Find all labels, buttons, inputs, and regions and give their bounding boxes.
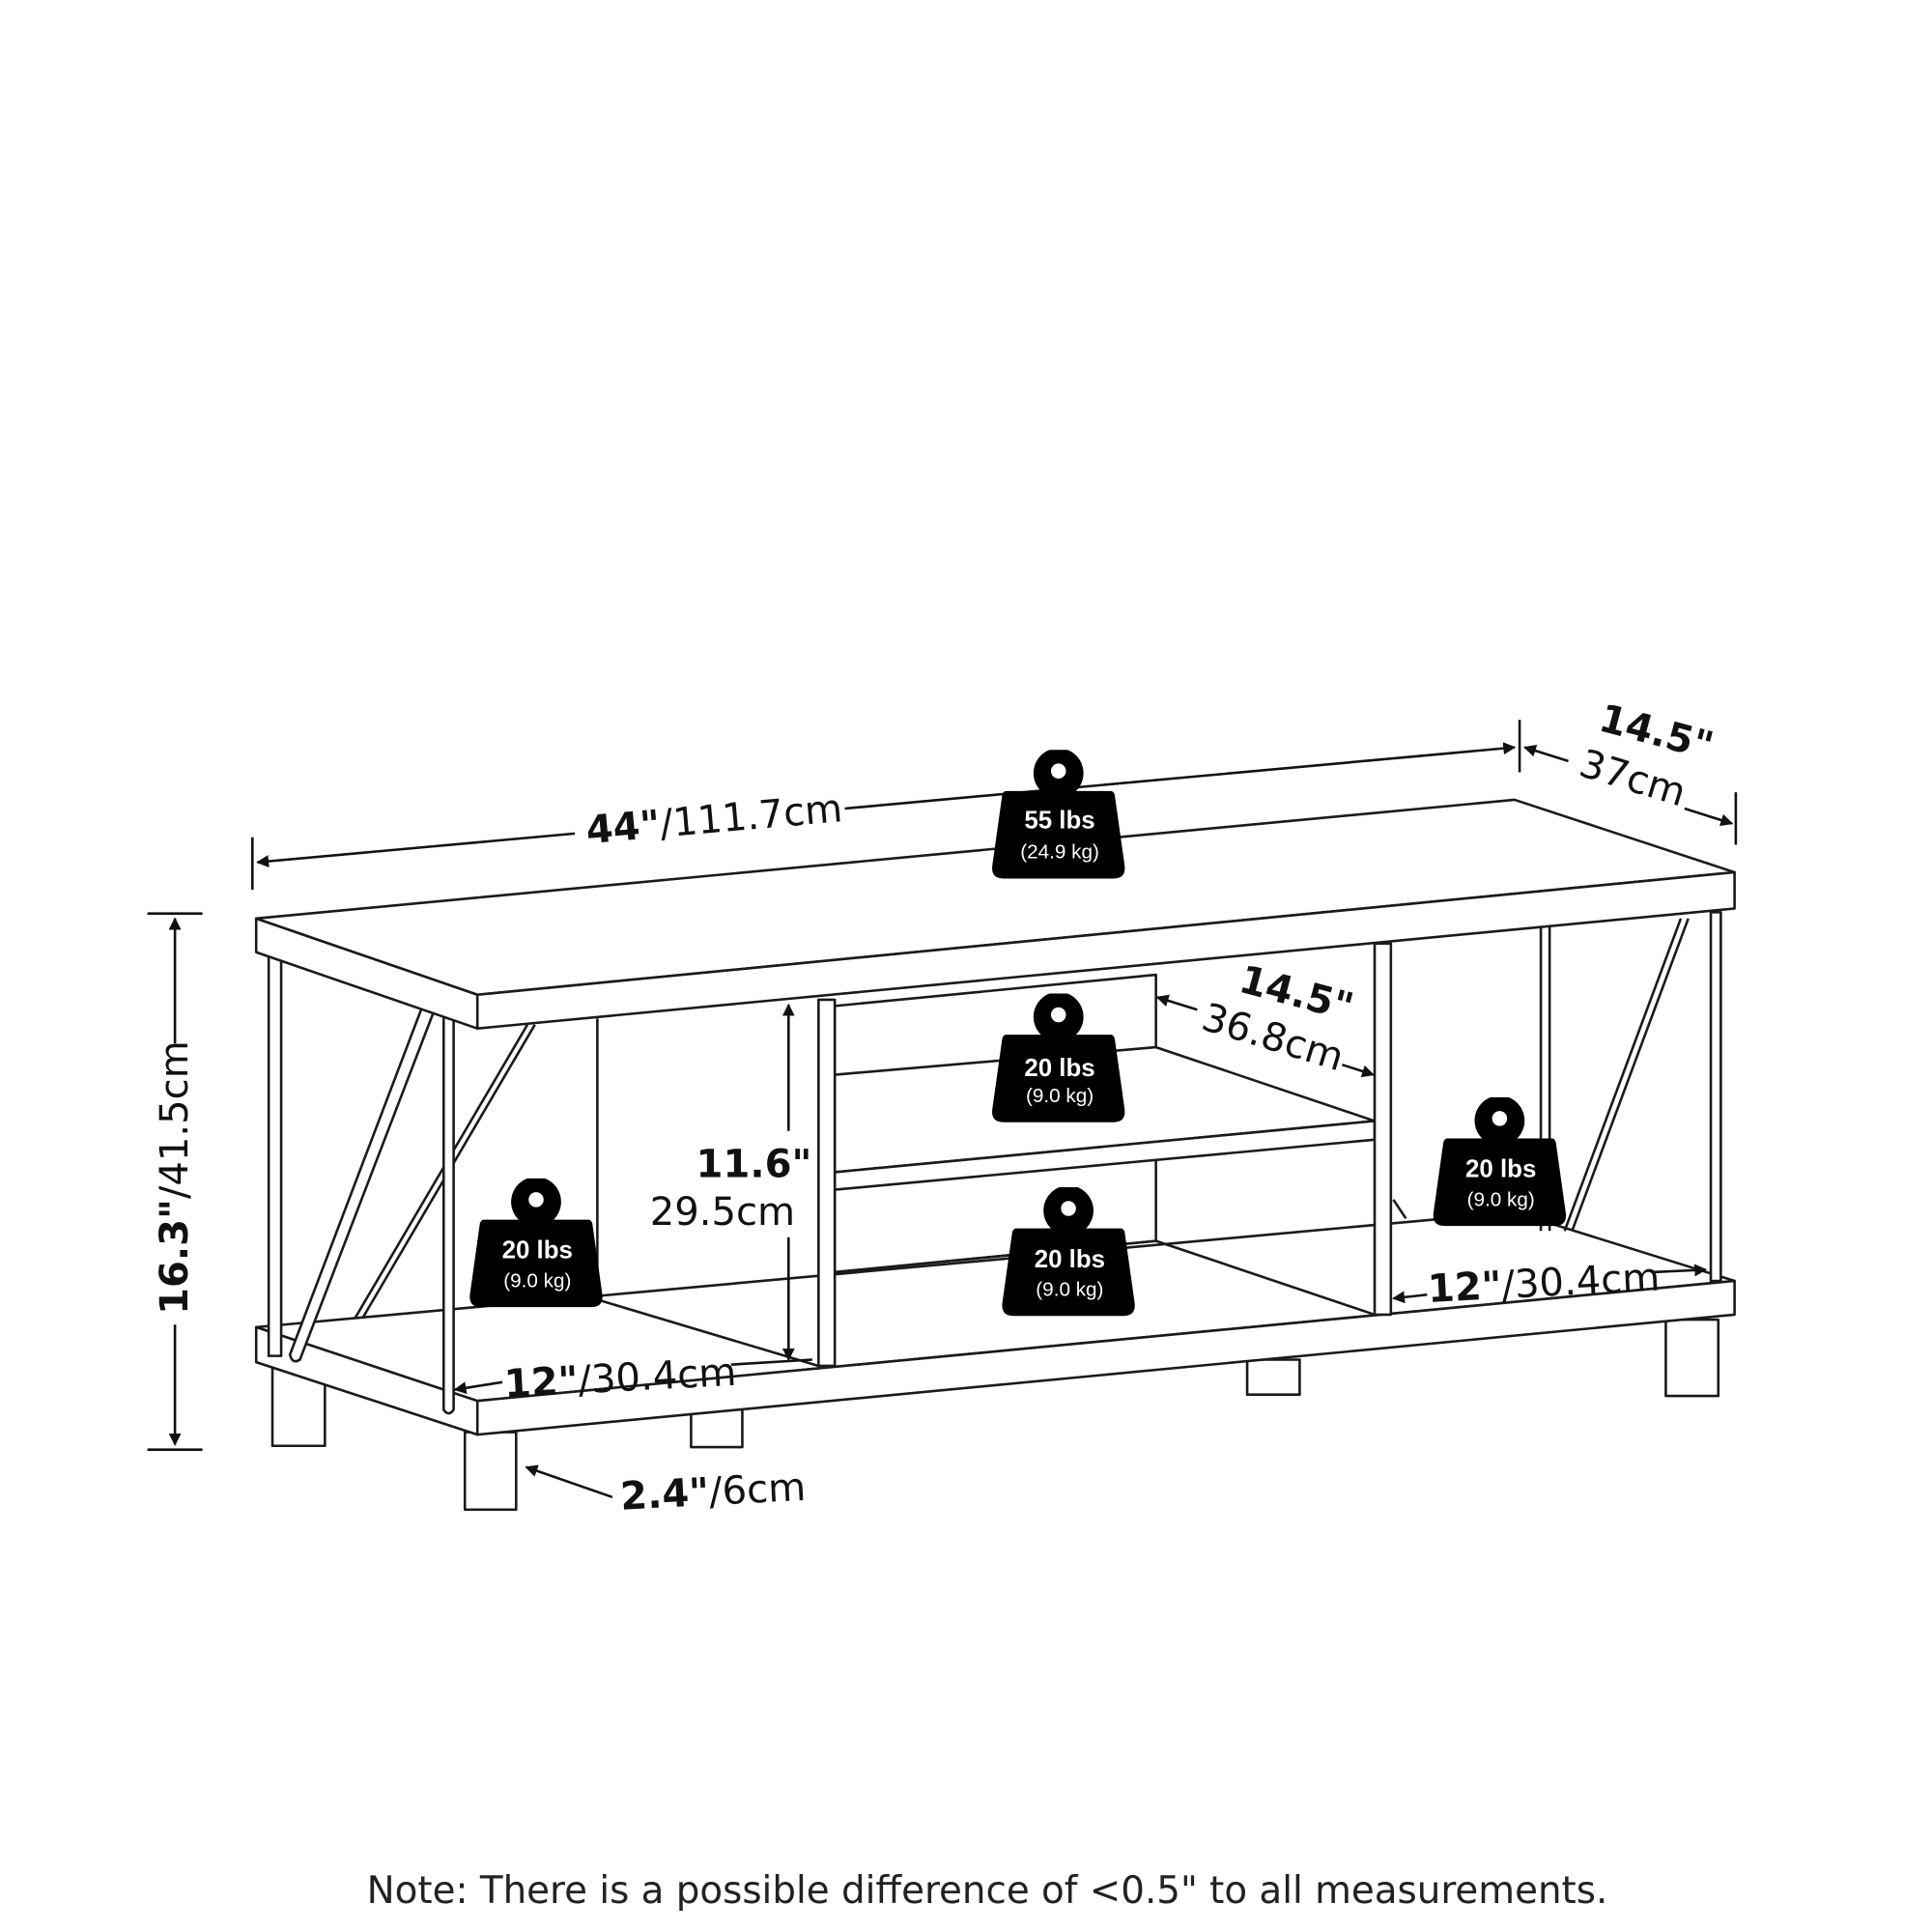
leg: [463, 1431, 518, 1512]
weight-capacity-center-bottom: 20 lbs (9.0 kg): [1002, 1186, 1135, 1317]
leg: [690, 1407, 744, 1449]
svg-text:20 lbs: 20 lbs: [1024, 1055, 1094, 1082]
weight-capacity-top: 55 lbs (24.9 kg): [992, 750, 1125, 879]
left-width-label: 12"/30.4cm: [503, 1350, 738, 1407]
leg-height-label: 2.4"/6cm: [619, 1465, 807, 1520]
weight-capacity-left: 20 lbs (9.0 kg): [469, 1178, 603, 1308]
svg-text:20 lbs: 20 lbs: [502, 1237, 573, 1264]
shelf-height-label-bold: 11.6": [696, 1143, 812, 1187]
metal-rod: [1709, 911, 1722, 1283]
weight-capacity-center-shelf: 20 lbs (9.0 kg): [992, 993, 1125, 1122]
height-label: 16.3"/41.5cm: [153, 1040, 197, 1315]
dimension-lines: [147, 720, 1738, 1499]
measurement-note: Note: There is a possible difference of …: [367, 1869, 1608, 1913]
svg-text:(24.9 kg): (24.9 kg): [1020, 841, 1099, 864]
divider-left: [817, 998, 837, 1368]
metal-rod: [267, 943, 283, 1357]
svg-text:(9.0 kg): (9.0 kg): [1467, 1188, 1535, 1210]
leg: [1664, 1318, 1720, 1398]
svg-text:(9.0 kg): (9.0 kg): [503, 1269, 571, 1292]
divider-right: [1373, 942, 1393, 1317]
width-label: 44"/111.7cm: [584, 786, 844, 853]
leg: [1245, 1358, 1301, 1397]
svg-text:20 lbs: 20 lbs: [1465, 1156, 1536, 1183]
shelf-height-label: 29.5cm: [650, 1190, 795, 1235]
metal-rod: [288, 994, 440, 1363]
metal-rod: [441, 999, 455, 1415]
right-width-label: 12"/30.4cm: [1427, 1255, 1662, 1312]
svg-text:(9.0 kg): (9.0 kg): [1036, 1279, 1103, 1301]
weight-capacity-right: 20 lbs (9.0 kg): [1433, 1096, 1567, 1227]
svg-text:(9.0 kg): (9.0 kg): [1026, 1085, 1094, 1107]
svg-text:20 lbs: 20 lbs: [1035, 1246, 1105, 1273]
svg-text:55 lbs: 55 lbs: [1024, 808, 1094, 835]
